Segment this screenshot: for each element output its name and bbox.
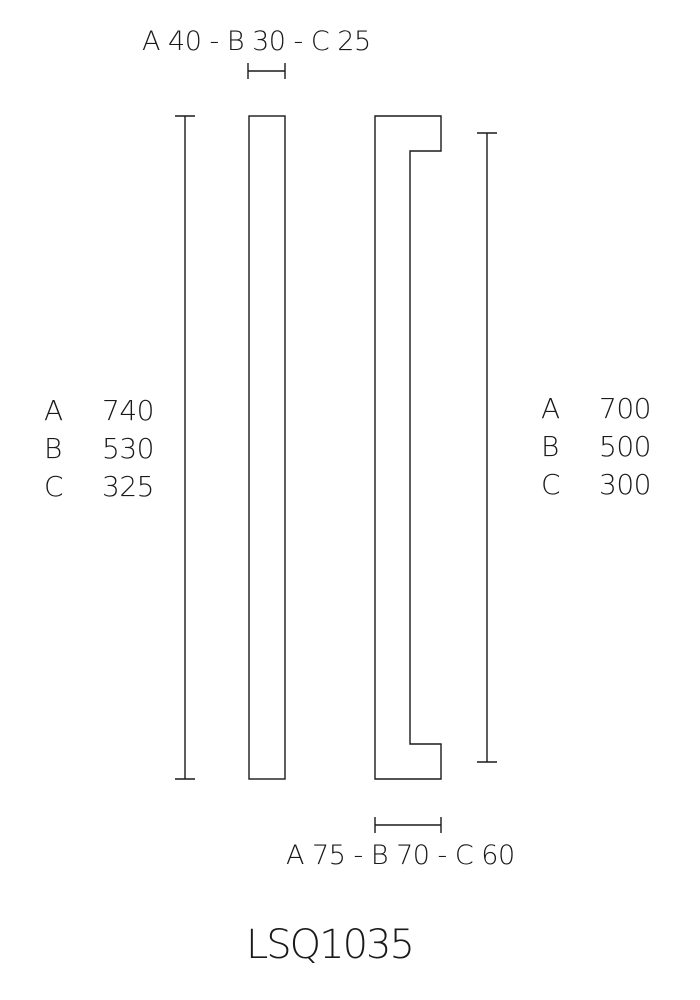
right-spec-key: A bbox=[541, 392, 561, 425]
right-spec-row-b: B 500 bbox=[541, 428, 651, 466]
left-spec-row-a: A 740 bbox=[44, 392, 154, 430]
right-center-distance-dimension-line bbox=[477, 132, 497, 763]
top-width-dimension-marker bbox=[247, 63, 286, 79]
right-spec-value: 700 bbox=[599, 392, 651, 425]
left-length-dimension-line bbox=[175, 115, 195, 780]
bottom-projection-dimension-marker bbox=[374, 817, 442, 833]
right-spec-row-c: C 300 bbox=[541, 466, 651, 504]
top-dimension-label: A 40 - B 30 - C 25 bbox=[142, 26, 371, 57]
bottom-dimension-label: A 75 - B 70 - C 60 bbox=[286, 840, 515, 871]
right-spec-table: A 700 B 500 C 300 bbox=[541, 390, 651, 504]
left-spec-key: B bbox=[44, 432, 63, 465]
left-spec-key: C bbox=[44, 470, 64, 503]
handle-bar-side-view bbox=[248, 115, 286, 780]
model-code: LSQ1035 bbox=[246, 922, 415, 968]
left-spec-value: 530 bbox=[102, 432, 154, 465]
left-spec-value: 740 bbox=[102, 394, 154, 427]
right-spec-row-a: A 700 bbox=[541, 390, 651, 428]
left-spec-table: A 740 B 530 C 325 bbox=[44, 392, 154, 506]
handle-front-view bbox=[374, 115, 442, 780]
left-spec-row-b: B 530 bbox=[44, 430, 154, 468]
right-spec-value: 500 bbox=[599, 430, 651, 463]
left-spec-row-c: C 325 bbox=[44, 468, 154, 506]
left-spec-key: A bbox=[44, 394, 64, 427]
right-spec-key: C bbox=[541, 468, 561, 501]
right-spec-key: B bbox=[541, 430, 560, 463]
right-spec-value: 300 bbox=[599, 468, 651, 501]
left-spec-value: 325 bbox=[102, 470, 154, 503]
